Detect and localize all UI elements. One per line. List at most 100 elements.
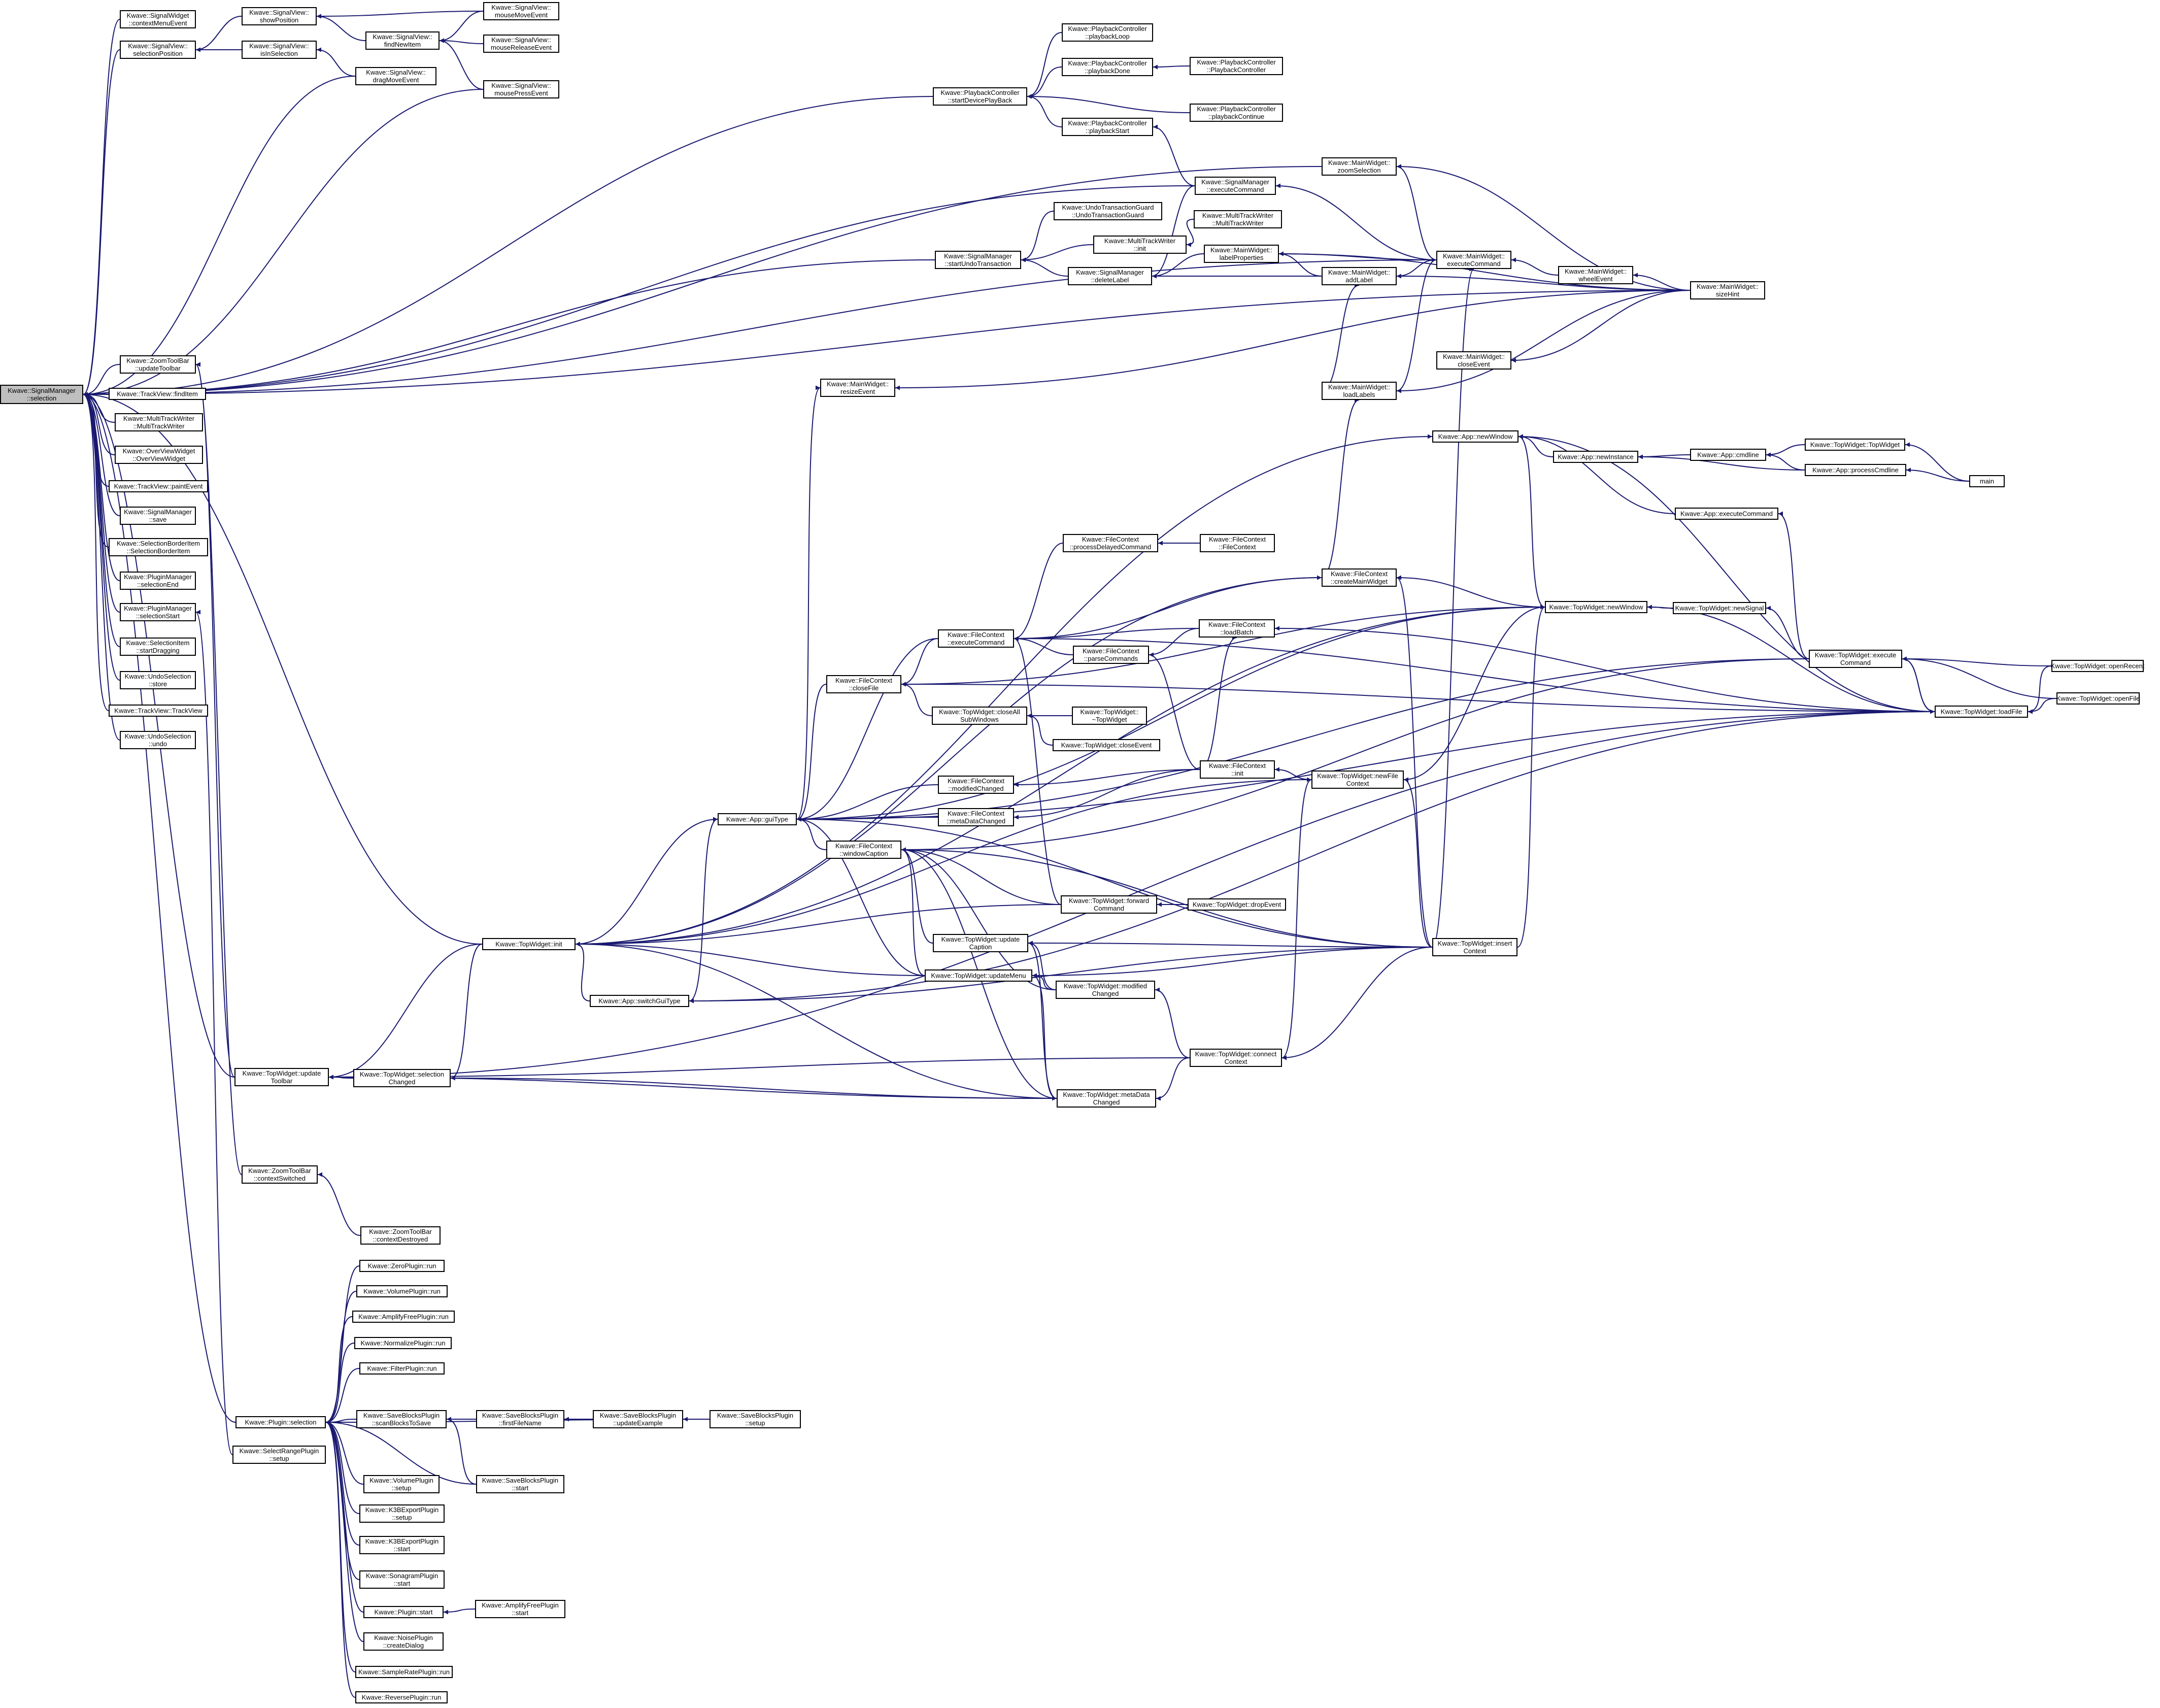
node-n_app_newinst[interactable]: Kwave::App::newInstance <box>1553 451 1638 463</box>
node-n_sbp_scan[interactable]: Kwave::SaveBlocksPlugin::scanBlocksToSav… <box>356 1410 447 1428</box>
node-n_mouserel[interactable]: Kwave::SignalView::mouseReleaseEvent <box>483 35 559 53</box>
node-n_selpos[interactable]: Kwave::SignalView::selectionPosition <box>120 41 196 59</box>
node-n_tw_loadfile[interactable]: Kwave::TopWidget::loadFile <box>1935 706 2028 718</box>
node-n_sbp_upd[interactable]: Kwave::SaveBlocksPlugin::updateExample <box>593 1410 683 1428</box>
node-n_findnew[interactable]: Kwave::SignalView::findNewItem <box>365 31 440 50</box>
node-n_tw_dtor[interactable]: Kwave::TopWidget::~TopWidget <box>1072 707 1147 725</box>
node-n_tw_init[interactable]: Kwave::TopWidget::init <box>482 938 576 950</box>
node-n_sr_run[interactable]: Kwave::SampleRatePlugin::run <box>355 1666 453 1678</box>
node-n_sm_save[interactable]: Kwave::SignalManager::save <box>120 507 196 525</box>
node-n_app_cmdline[interactable]: Kwave::App::cmdline <box>1690 449 1766 461</box>
node-n_tv_find[interactable]: Kwave::TrackView::findItem <box>109 388 206 400</box>
node-n_utg[interactable]: Kwave::UndoTransactionGuard::UndoTransac… <box>1054 202 1162 220</box>
node-n_fc_init[interactable]: Kwave::FileContext::init <box>1200 760 1275 779</box>
node-n_k3b_start[interactable]: Kwave::K3BExportPlugin::start <box>359 1536 445 1554</box>
node-n_dragmove[interactable]: Kwave::SignalView::dragMoveEvent <box>355 67 436 85</box>
node-n_sbp_first[interactable]: Kwave::SaveBlocksPlugin::firstFileName <box>476 1410 564 1428</box>
node-n_pc_done[interactable]: Kwave::PlaybackController::playbackDone <box>1062 58 1153 76</box>
node-n_tw_newwin[interactable]: Kwave::TopWidget::newWindow <box>1545 601 1647 613</box>
node-n_app_switch[interactable]: Kwave::App::switchGuiType <box>590 995 689 1007</box>
node-n_tw_exec[interactable]: Kwave::TopWidget::executeCommand <box>1809 650 1902 668</box>
node-n_pm_selstart[interactable]: Kwave::PluginManager::selectionStart <box>120 603 196 621</box>
node-n_mw_close[interactable]: Kwave::MainWidget::closeEvent <box>1436 351 1511 370</box>
node-n_tw_modchg[interactable]: Kwave::TopWidget::modifiedChanged <box>1056 981 1155 999</box>
node-n_ztb_ctxsw[interactable]: Kwave::ZoomToolBar::contextSwitched <box>242 1165 318 1184</box>
node-n_app_proc[interactable]: Kwave::App::processCmdline <box>1805 464 1906 476</box>
node-n_pc_start[interactable]: Kwave::PlaybackController::startDevicePl… <box>933 87 1027 106</box>
node-n_pc_cont[interactable]: Kwave::PlaybackController::playbackConti… <box>1190 104 1283 122</box>
node-n_fc_closefile[interactable]: Kwave::FileContext::closeFile <box>826 675 901 693</box>
node-n_app_exec[interactable]: Kwave::App::executeCommand <box>1675 508 1778 520</box>
node-n_noise[interactable]: Kwave::NoisePlugin::createDialog <box>363 1632 444 1651</box>
node-n_app_gui[interactable]: Kwave::App::guiType <box>718 813 797 825</box>
node-n_ctxmenu[interactable]: Kwave::SignalWidget::contextMenuEvent <box>120 10 196 28</box>
node-n_vol_run[interactable]: Kwave::VolumePlugin::run <box>356 1285 448 1297</box>
node-n_sbp_start[interactable]: Kwave::SaveBlocksPlugin::start <box>476 1475 564 1493</box>
node-n_amp_run[interactable]: Kwave::AmplifyFreePlugin::run <box>352 1311 455 1323</box>
node-n_tv_paint[interactable]: Kwave::TrackView::paintEvent <box>109 480 208 492</box>
node-n_tw_ctor[interactable]: Kwave::TopWidget::TopWidget <box>1805 439 1905 451</box>
node-n_fc_procdelayed[interactable]: Kwave::FileContext::processDelayedComman… <box>1063 534 1158 552</box>
node-n_pc_ctor[interactable]: Kwave::PlaybackController::PlaybackContr… <box>1190 57 1283 75</box>
node-n_srp_setup[interactable]: Kwave::SelectRangePlugin::setup <box>232 1446 326 1464</box>
node-n_mw_labelprops[interactable]: Kwave::MainWidget::labelProperties <box>1204 245 1279 263</box>
node-n_plugin_start[interactable]: Kwave::Plugin::start <box>363 1606 444 1618</box>
node-root[interactable]: Kwave::SignalManager::selection <box>0 385 83 404</box>
node-n_fc_modified[interactable]: Kwave::FileContext::modifiedChanged <box>938 776 1014 794</box>
node-n_tw_newsig[interactable]: Kwave::TopWidget::newSignal <box>1673 602 1766 614</box>
node-n_vol_setup[interactable]: Kwave::VolumePlugin::setup <box>363 1475 440 1493</box>
node-n_mtw_ctor[interactable]: Kwave::MultiTrackWriter::MultiTrackWrite… <box>115 413 203 431</box>
node-n_si_drag[interactable]: Kwave::SelectionItem::startDragging <box>120 638 196 656</box>
node-n_mw_loadlabels[interactable]: Kwave::MainWidget::loadLabels <box>1322 382 1397 400</box>
node-n_sbp_setup[interactable]: Kwave::SaveBlocksPlugin::setup <box>710 1410 801 1428</box>
node-n_amp_start[interactable]: Kwave::AmplifyFreePlugin::start <box>475 1600 565 1618</box>
node-n_mtw_ctor2[interactable]: Kwave::MultiTrackWriter::MultiTrackWrite… <box>1194 210 1282 228</box>
node-n_mw_zoom[interactable]: Kwave::MainWidget::zoomSelection <box>1322 157 1397 176</box>
node-n_app_newwin[interactable]: Kwave::App::newWindow <box>1432 430 1518 443</box>
node-n_rev_run[interactable]: Kwave::ReversePlugin::run <box>355 1691 448 1703</box>
node-n_fc_meta[interactable]: Kwave::FileContext::metaDataChanged <box>938 808 1014 826</box>
node-n_ztb_update[interactable]: Kwave::ZoomToolBar::updateToolbar <box>120 355 196 374</box>
node-n_tw_closeevent[interactable]: Kwave::TopWidget::closeEvent <box>1053 739 1160 751</box>
node-n_ztb_ctxdes[interactable]: Kwave::ZoomToolBar::contextDestroyed <box>360 1226 441 1245</box>
node-n_sm_dellabel[interactable]: Kwave::SignalManager::deleteLabel <box>1068 267 1152 285</box>
node-n_ovw[interactable]: Kwave::OverViewWidget::OverViewWidget <box>115 446 203 464</box>
node-n_us_undo[interactable]: Kwave::UndoSelection::undo <box>120 731 196 749</box>
node-n_isinsel[interactable]: Kwave::SignalView::isInSelection <box>242 41 317 59</box>
node-n_fc_parse[interactable]: Kwave::FileContext::parseCommands <box>1073 646 1149 664</box>
node-n_plugin_sel[interactable]: Kwave::Plugin::selection <box>235 1416 326 1428</box>
node-n_mw_addlabel[interactable]: Kwave::MainWidget::addLabel <box>1322 267 1397 285</box>
node-n_sono_start[interactable]: Kwave::SonagramPlugin::start <box>359 1570 445 1589</box>
node-n_sm_exec[interactable]: Kwave::SignalManager::executeCommand <box>1195 177 1276 195</box>
node-n_mw_wheel[interactable]: Kwave::MainWidget::wheelEvent <box>1558 266 1633 284</box>
node-n_tw_openfile[interactable]: Kwave::TopWidget::openFile <box>2056 692 2140 705</box>
node-n_k3b_setup[interactable]: Kwave::K3BExportPlugin::setup <box>359 1504 445 1523</box>
node-n_pc_pstart[interactable]: Kwave::PlaybackController::playbackStart <box>1062 118 1153 136</box>
node-n_fc_loadbatch[interactable]: Kwave::FileContext::loadBatch <box>1199 619 1275 638</box>
node-n_pc_loop[interactable]: Kwave::PlaybackController::playbackLoop <box>1062 23 1153 42</box>
node-n_mw_resize[interactable]: Kwave::MainWidget::resizeEvent <box>820 379 895 397</box>
node-n_pm_selend[interactable]: Kwave::PluginManager::selectionEnd <box>120 572 196 590</box>
node-n_zero[interactable]: Kwave::ZeroPlugin::run <box>359 1260 445 1272</box>
node-n_tw_updmenu[interactable]: Kwave::TopWidget::updateMenu <box>925 969 1032 982</box>
node-n_mousemove[interactable]: Kwave::SignalView::mouseMoveEvent <box>483 2 559 20</box>
node-n_mtw_init[interactable]: Kwave::MultiTrackWriter::init <box>1093 236 1187 254</box>
node-n_fc_createmw[interactable]: Kwave::FileContext::createMainWidget <box>1322 568 1397 587</box>
node-n_fc_caption[interactable]: Kwave::FileContext::windowCaption <box>826 841 901 859</box>
node-n_norm_run[interactable]: Kwave::NormalizePlugin::run <box>354 1337 452 1349</box>
node-n_sbi[interactable]: Kwave::SelectionBorderItem::SelectionBor… <box>109 538 208 556</box>
node-n_filt_run[interactable]: Kwave::FilterPlugin::run <box>359 1362 445 1375</box>
node-n_tw_updtool[interactable]: Kwave::TopWidget::updateToolbar <box>234 1068 329 1086</box>
node-n_tv_ctor[interactable]: Kwave::TrackView::TrackView <box>109 705 208 717</box>
node-n_main[interactable]: main <box>1969 475 2005 487</box>
node-n_us_store[interactable]: Kwave::UndoSelection::store <box>120 671 196 689</box>
node-n_fc_exec[interactable]: Kwave::FileContext::executeCommand <box>938 629 1014 648</box>
node-n_showpos[interactable]: Kwave::SignalView::showPosition <box>242 7 317 25</box>
